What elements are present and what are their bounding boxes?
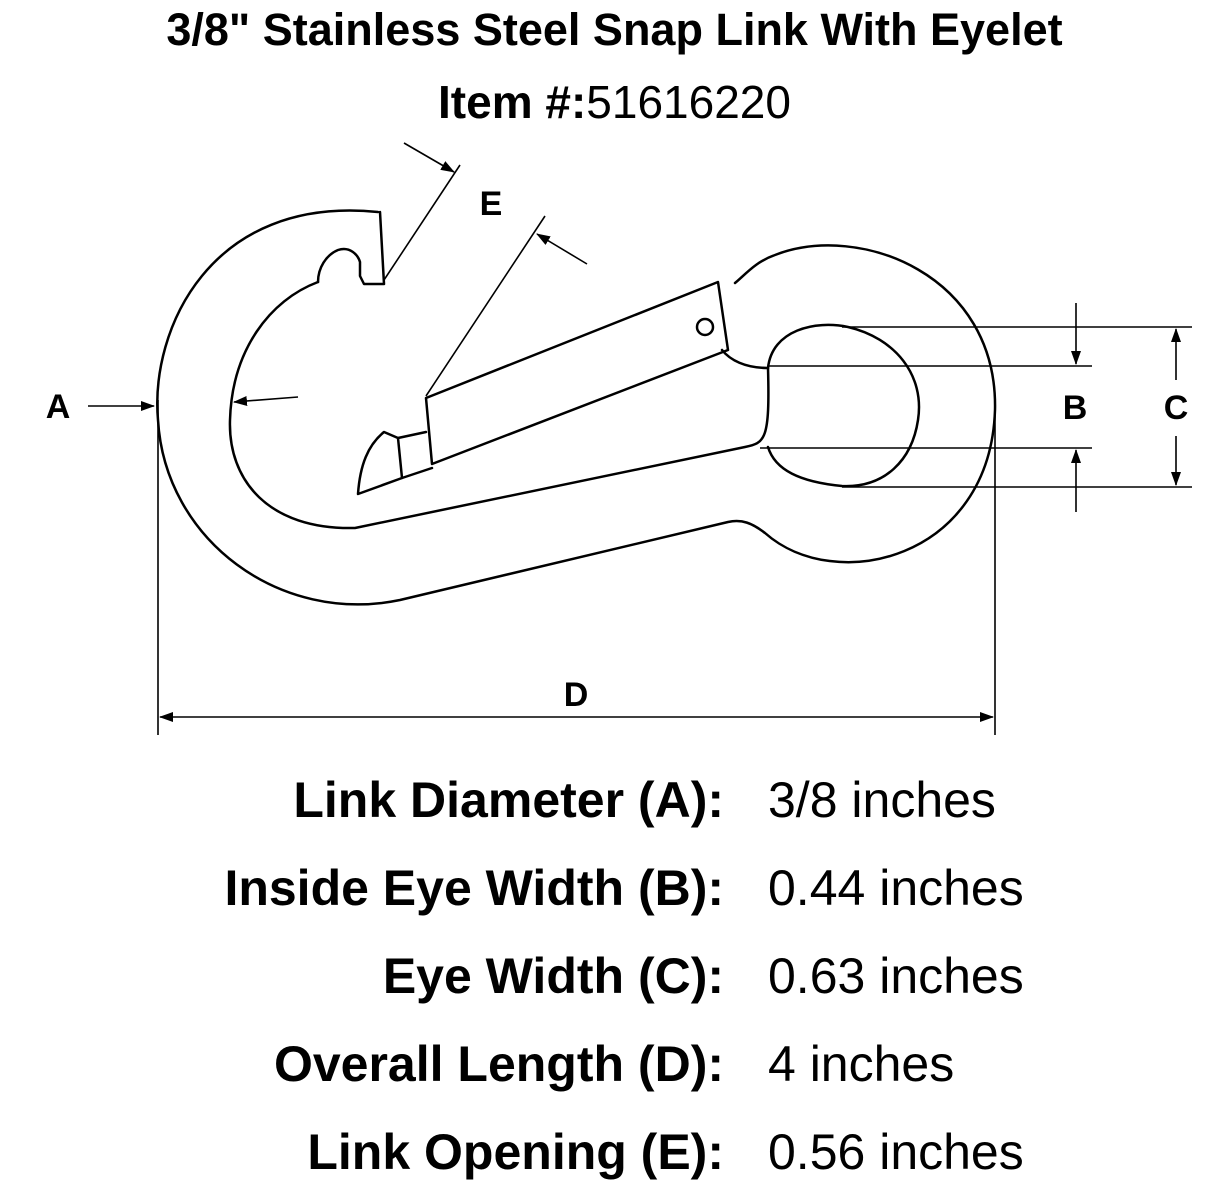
spec-value: 3/8 inches [768, 772, 996, 828]
item-number-label: Item #: [438, 76, 587, 128]
gate-eye-connection [720, 348, 770, 370]
item-number-line: Item #:51616220 [0, 72, 1229, 132]
spec-row-overall-length: Overall Length (D): 4 inches [0, 1024, 1229, 1104]
dim-e-arrow-upper [403, 142, 455, 173]
spec-row-link-diameter: Link Diameter (A): 3/8 inches [0, 760, 1229, 840]
gate-pivot-pin [695, 317, 715, 337]
spec-label: Inside Eye Width (B): [224, 860, 724, 916]
spec-label: Link Opening (E): [307, 1124, 724, 1180]
gate-latch-tip [396, 430, 434, 480]
gate-bar [424, 280, 730, 466]
spec-value: 4 inches [768, 1036, 955, 1092]
dim-e-extension-upper [383, 164, 461, 281]
dim-label-c: C [1164, 389, 1189, 427]
dim-label-a: A [46, 388, 71, 426]
spec-row-link-opening: Link Opening (E): 0.56 inches [0, 1112, 1229, 1192]
snap-link-diagram: A B C D E [46, 142, 1192, 735]
spec-row-eye-width: Eye Width (C): 0.63 inches [0, 936, 1229, 1016]
dim-a-arrow-right [233, 396, 299, 406]
hook-notch [316, 210, 386, 286]
spec-value: 0.44 inches [768, 860, 1024, 916]
gate-latch-nose [356, 430, 404, 496]
snap-link-inner-outline [228, 280, 770, 530]
spec-value: 0.63 inches [768, 948, 1024, 1004]
snap-link-outer-outline [156, 209, 997, 606]
spec-label: Overall Length (D): [273, 1036, 724, 1092]
eyelet-hole [766, 323, 921, 488]
spec-label: Link Diameter (A): [293, 772, 724, 828]
product-title: 3/8" Stainless Steel Snap Link With Eyel… [166, 4, 1063, 55]
dim-e-arrow-lower [536, 233, 588, 265]
spec-value: 0.56 inches [768, 1124, 1024, 1180]
dim-e-extension-lower [425, 215, 546, 397]
dim-label-e: E [480, 185, 503, 223]
dim-label-d: D [564, 676, 589, 714]
item-number-value: 51616220 [586, 76, 791, 128]
spec-label: Eye Width (C): [382, 948, 724, 1004]
spec-row-inside-eye-width: Inside Eye Width (B): 0.44 inches [0, 848, 1229, 928]
dim-label-b: B [1063, 389, 1088, 427]
